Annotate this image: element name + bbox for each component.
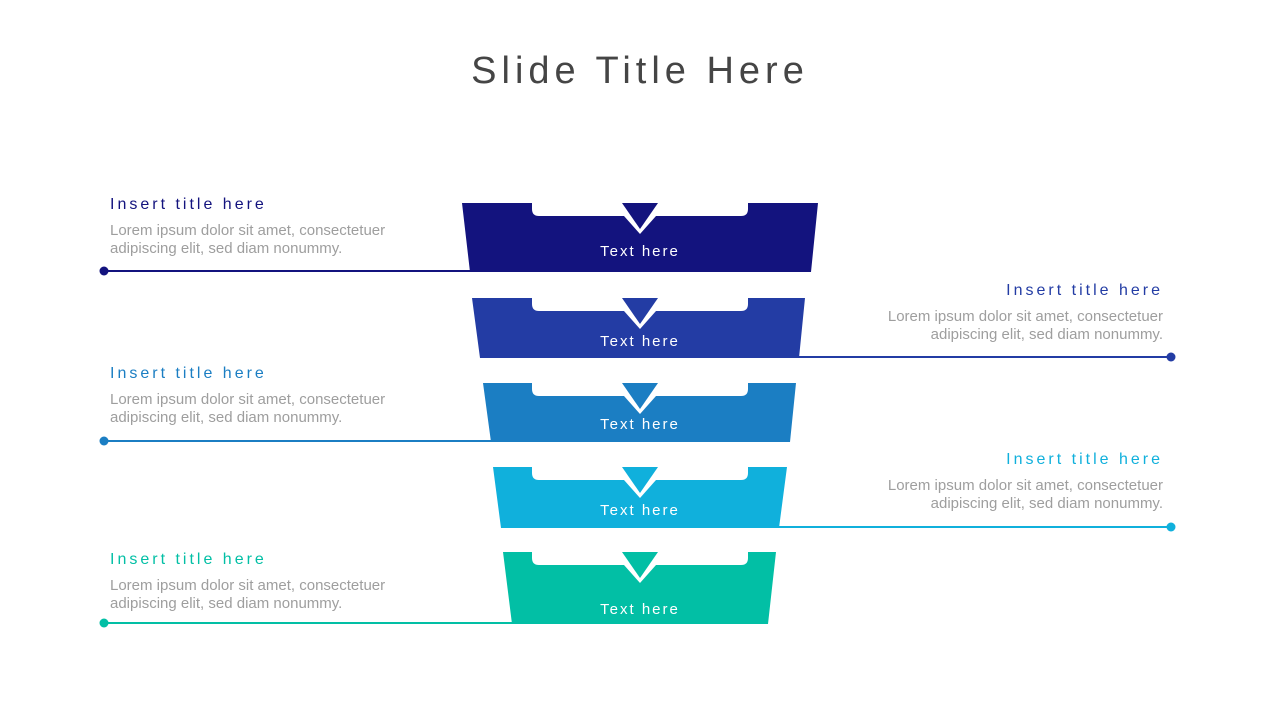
info-block-2: Insert title here Lorem ipsum dolor sit … (851, 282, 1163, 344)
funnel-bar-label-5: Text here (600, 601, 680, 618)
funnel-bar-label-3: Text here (600, 416, 680, 433)
connector-dot-1 (99, 266, 109, 276)
funnel-segment-3 (483, 383, 796, 442)
connector-dot-4 (1166, 522, 1176, 532)
funnel-segment-3-shape (483, 383, 796, 442)
info-block-3-description: Lorem ipsum dolor sit amet, consectetuer… (110, 391, 386, 426)
info-block-5-title: Insert title here (110, 551, 267, 568)
info-block-5: Insert title here Lorem ipsum dolor sit … (110, 551, 422, 613)
info-block-2-title: Insert title here (1006, 282, 1163, 299)
funnel-segment-2-shape (472, 298, 805, 358)
info-block-3-title: Insert title here (110, 365, 267, 382)
funnel-segment-4 (493, 467, 787, 528)
info-block-4-description: Lorem ipsum dolor sit amet, consectetuer… (887, 477, 1163, 512)
info-block-1-description: Lorem ipsum dolor sit amet, consectetuer… (110, 222, 386, 257)
connector-dot-3 (99, 436, 109, 446)
info-block-3: Insert title here Lorem ipsum dolor sit … (110, 365, 422, 427)
funnel-segment-5-shape (503, 552, 776, 624)
funnel-segment-1-arrow-icon (622, 203, 658, 229)
info-block-2-description: Lorem ipsum dolor sit amet, consectetuer… (887, 308, 1163, 343)
info-block-1-title: Insert title here (110, 196, 267, 213)
funnel-segment-1-shape (462, 203, 818, 272)
funnel-segment-5 (503, 552, 776, 624)
funnel-segment-4-arrow-icon (622, 467, 658, 493)
info-block-4-title: Insert title here (1006, 451, 1163, 468)
info-block-1: Insert title here Lorem ipsum dolor sit … (110, 196, 422, 258)
funnel-bar-label-4: Text here (600, 502, 680, 519)
connector-dot-2 (1166, 352, 1176, 362)
funnel-segment-1 (462, 203, 818, 272)
funnel-bar-label-2: Text here (600, 333, 680, 350)
connector-dot-5 (99, 618, 109, 628)
funnel-segment-5-arrow-icon (622, 552, 658, 578)
slide-title: Slide Title Here (471, 50, 809, 92)
funnel-segment-4-shape (493, 467, 787, 528)
funnel-segment-3-arrow-icon (622, 383, 658, 409)
info-block-4: Insert title here Lorem ipsum dolor sit … (851, 451, 1163, 513)
funnel-segment-2-arrow-icon (622, 298, 658, 324)
info-block-5-description: Lorem ipsum dolor sit amet, consectetuer… (110, 577, 386, 612)
funnel-bar-label-1: Text here (600, 243, 680, 260)
funnel-segment-2 (472, 298, 805, 358)
